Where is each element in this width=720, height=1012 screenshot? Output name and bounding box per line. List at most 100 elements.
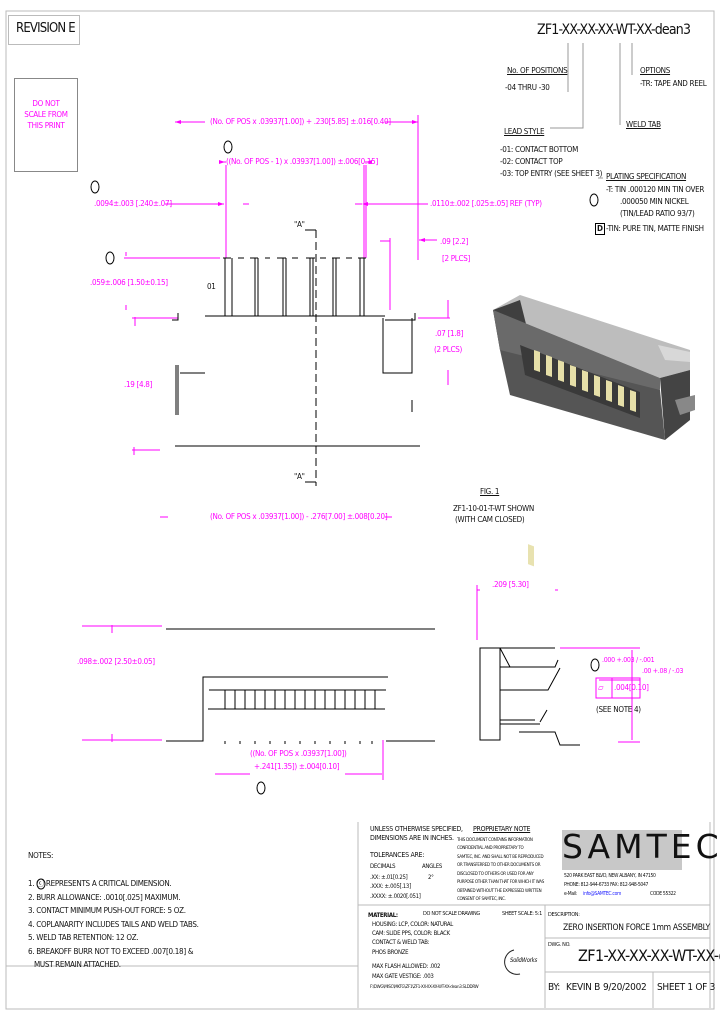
unless-text: UNLESS OTHERWISE SPECIFIED, — [370, 825, 463, 833]
do-not-scale-box — [14, 78, 78, 172]
proprietary-title: PROPRIETARY NOTE — [473, 825, 531, 833]
samtec-logo: SAMTEC — [562, 827, 720, 866]
do-not-scale-2: SCALE FROM — [24, 110, 68, 119]
decimals-label: DECIMALS — [370, 863, 396, 870]
options-title: OPTIONS — [640, 66, 671, 75]
dim-side-height-mm: .00 +.08 / -.03 — [642, 667, 684, 675]
description-label: DESCRIPTION: — [548, 912, 580, 918]
lead-style-1: -01: CONTACT BOTTOM — [500, 145, 579, 154]
plating-line-1: -T: TIN .000120 MIN TIN OVER — [606, 185, 705, 194]
dim-overall-bottom: (No. OF POS x .03937[1.00]) - .276[7.00]… — [210, 512, 388, 521]
positions-title: No. OF POSITIONS — [507, 66, 568, 75]
angles-label: ANGLES — [422, 863, 442, 870]
address: 520 PARK EAST BLVD, NEW ALBANY, IN 47150 — [564, 873, 656, 879]
proprietary-1: THIS DOCUMENT CONTAINS INFORMATION — [457, 838, 533, 843]
note-6: 6. BREAKOFF BURR NOT TO EXCEED .007[0.18… — [28, 947, 194, 956]
tol-1: .XX: ±.01[0.25] — [370, 874, 408, 881]
title-block-grid — [6, 822, 711, 1008]
tol-3: .XXXX: ±.0020[.051] — [370, 893, 421, 900]
drawn-date: 9/20/2002 — [603, 982, 647, 993]
figure-title: FIG. 1 — [480, 487, 500, 496]
dimension-lines — [82, 115, 641, 780]
critical-dimension-icons — [36, 140, 600, 890]
proprietary-3: SAMTEC, INC. AND SHALL NOT BE REPRODUCED — [457, 855, 544, 860]
figure-caption-1: ZF1-10-01-T-WT SHOWN — [453, 504, 534, 513]
sheet-scale: SHEET SCALE: 5:1 — [502, 911, 542, 917]
dim-overall-top: (No. OF POS x .03937[1.00]) + .230[5.85]… — [210, 117, 391, 126]
proprietary-2: CONFIDENTIAL AND PROPRIETARY TO — [457, 846, 524, 851]
dim-pitch: ((No. OF POS - 1) x .03937[1.00]) ±.006[… — [226, 157, 378, 166]
material-3: CONTACT & WELD TAB: — [372, 939, 430, 946]
drawn-by: KEVIN B — [566, 982, 601, 993]
note-4: 4. COPLANARITY INCLUDES TAILS AND WELD T… — [28, 920, 199, 929]
see-note-4: (SEE NOTE 4) — [596, 705, 641, 714]
connector-3d-image — [493, 295, 695, 567]
proprietary-7: OBTAINED WITHOUT THE EXPRESSED WRITTEN — [457, 889, 542, 894]
figure-caption-2: (WITH CAM CLOSED) — [455, 515, 525, 524]
lead-style-2: -02: CONTACT TOP — [500, 157, 563, 166]
file-path: F:\DWG\MISC\MKTG\ZF1\ZF1-XX-XX-XX-WT-XX-… — [370, 985, 479, 990]
dim-flatness: .004[0.10] — [614, 683, 649, 692]
angle-val: 2° — [428, 874, 434, 881]
description: ZERO INSERTION FORCE 1mm ASSEMBLY — [563, 923, 710, 933]
proprietary-6: PURPOSE OTHER THAN THAT FOR WHICH IT WAS — [457, 880, 544, 885]
email-label: e-Mail: — [564, 891, 577, 897]
dwg-no: ZF1-XX-XX-XX-WT-XX-dean3 — [578, 946, 720, 965]
dims-in-text: DIMENSIONS ARE IN INCHES. — [370, 834, 454, 842]
material-title: MATERIAL: — [368, 912, 398, 919]
notes-title: NOTES: — [28, 851, 54, 860]
dim-side-height-in: .000 +.003 / -.001 — [602, 656, 655, 664]
samtec-logo-bg — [562, 830, 682, 870]
note-6-cont: MUST REMAIN ATTACHED. — [28, 960, 121, 969]
email-link[interactable]: info@SAMTEC.com — [583, 891, 622, 897]
sheet-number: SHEET 1 OF 3 — [657, 982, 716, 993]
material-1: HOUSING: LCP, COLOR: NATURAL — [372, 921, 453, 928]
lead-style-title: LEAD STYLE — [504, 127, 545, 136]
dim-tab-height: .07 [1.8] — [435, 329, 464, 338]
phone: PHONE: 812-944-6733 FAX: 812-948-5047 — [564, 882, 649, 888]
material-2: CAM: SLIDE PPS, COLOR: BLACK — [372, 930, 450, 937]
revision-label: REVISION E — [16, 21, 76, 36]
tolerances-text: TOLERANCES ARE: — [370, 851, 425, 859]
flatness-icon: ⏥ — [598, 683, 604, 692]
dim-height-front: .098±.002 [2.50±0.05] — [77, 657, 155, 666]
part-number-title: ZF1-XX-XX-XX-WT-XX-dean3 — [537, 22, 691, 38]
do-not-scale-1: DO NOT — [32, 99, 60, 108]
plating-line-2: .000050 MIN NICKEL — [620, 197, 689, 206]
plating-d-mark: D — [595, 223, 605, 235]
note-2: 2. BURR ALLOWANCE: .0010[.025] MAXIMUM. — [28, 893, 181, 902]
front-view — [166, 628, 435, 744]
dimension-arrows — [175, 120, 425, 242]
plating-d: -TIN: PURE TIN, MATTE FINISH — [606, 224, 704, 233]
lead-style-3: -03: TOP ENTRY (SEE SHEET 3) — [500, 169, 603, 178]
dim-front-width-1: ((No. OF POS x .03937[1.00]) — [250, 749, 347, 758]
positions-value: -04 THRU -30 — [505, 83, 550, 92]
top-view — [172, 229, 420, 486]
callout-leaders — [550, 43, 633, 179]
material-4: PHOS BRONZE — [372, 949, 409, 956]
max-flash: MAX FLASH ALLOWED: .002 — [372, 963, 441, 970]
pin-one-label: 01 — [207, 282, 216, 291]
proprietary-4: OR TRANSFERRED TO OTHER DOCUMENTS OR — [457, 863, 541, 868]
solidworks-logo — [504, 949, 521, 975]
dim-front-width-2: +.241[1.35]) ±.004[0.10] — [254, 762, 340, 771]
solidworks-logo-text: SolidWorks — [510, 957, 537, 964]
sheet-border — [5, 10, 715, 1010]
dim-tab-width: .09 [2.2] — [440, 237, 469, 246]
do-not-scale-3: THIS PRINT — [27, 121, 65, 130]
dim-left-offset: .0094±.003 [.240±.07] — [94, 199, 172, 208]
revision-box — [8, 15, 80, 45]
tol-2: .XXX: ±.005[.13] — [370, 883, 411, 890]
section-label-top: "A" — [294, 220, 305, 229]
code: CODE 55322 — [650, 891, 676, 897]
dim-lead-height: .059±.006 [1.50±0.15] — [90, 278, 168, 287]
weld-tab-label: WELD TAB — [626, 120, 661, 129]
note-3: 3. CONTACT MINIMUM PUSH-OUT FORCE: 5 OZ. — [28, 906, 186, 915]
side-view — [479, 647, 580, 746]
plating-title: PLATING SPECIFICATION — [606, 172, 687, 181]
section-label-bottom: "A" — [294, 472, 305, 481]
dim-body-depth: .19 [4.8] — [124, 380, 153, 389]
dim-tab-height-plcs: (2 PLCS) — [434, 345, 463, 354]
